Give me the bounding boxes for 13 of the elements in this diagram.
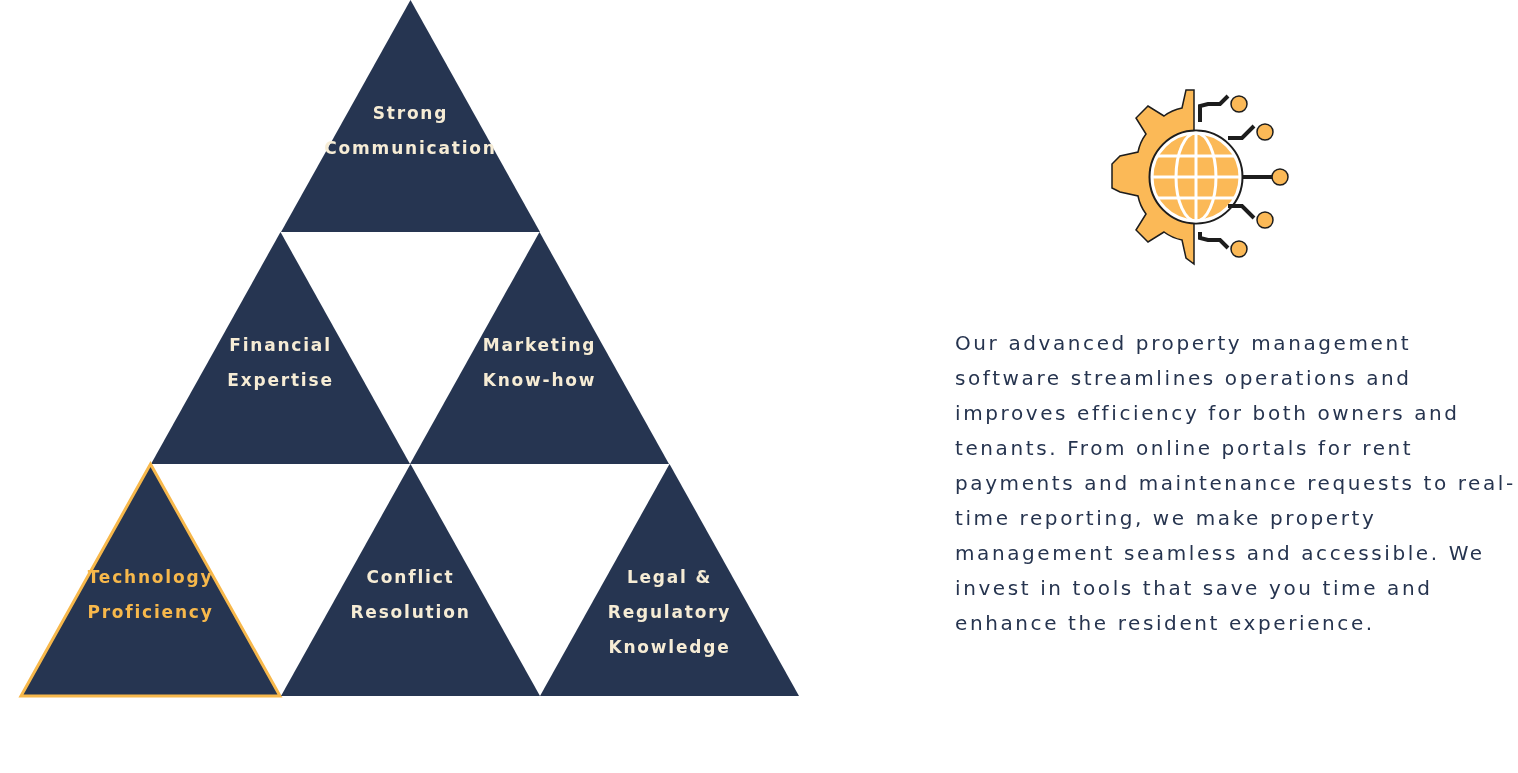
triangle — [281, 0, 540, 232]
triangle-label: Conflict Resolution — [349, 566, 472, 624]
triangle — [540, 464, 799, 696]
triangle — [21, 464, 280, 696]
triangle-label: Legal & Regulatory Knowledge — [606, 566, 733, 659]
description-paragraph: Our advanced property management software streamlines operations and improves efficiency for both owners and tenants. From online portals for rent payments and maintenance requests to real-time reporting, we make property management seamless and accessible. We invest in tools that save you time and enhance the resident experience. — [955, 330, 1517, 637]
triangle — [151, 232, 410, 464]
triangle-label: Strong Communication — [323, 102, 498, 160]
triangle — [281, 464, 540, 696]
triangle-label: Technology Proficiency — [86, 566, 215, 624]
triangle — [410, 232, 669, 464]
triangle-label: Marketing Know-how — [481, 334, 598, 392]
triangle-label: Financial Expertise — [226, 334, 335, 392]
